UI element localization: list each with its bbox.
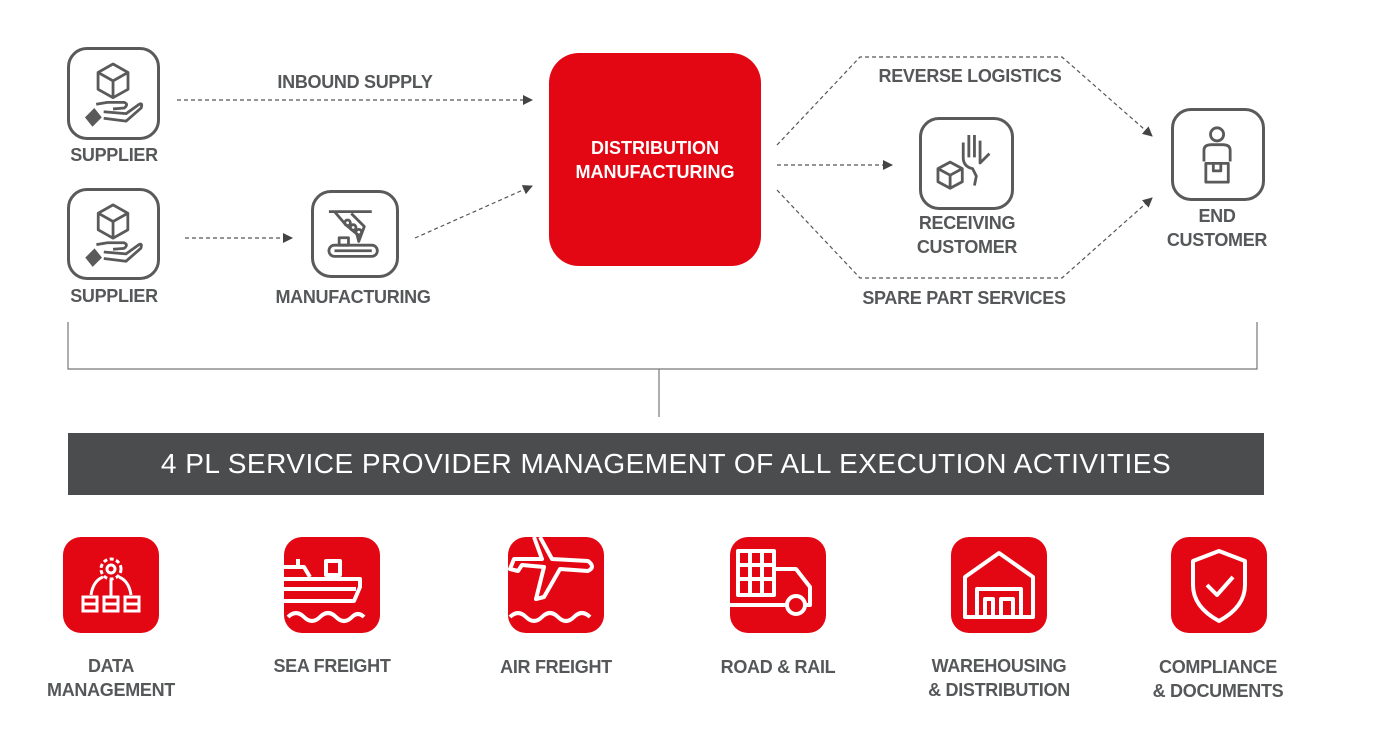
manufacturing-label: MANUFACTURING xyxy=(275,287,431,307)
center-label-line1: DISTRIBUTION xyxy=(591,137,719,158)
ship-icon xyxy=(284,559,366,623)
service-icon-air-freight xyxy=(508,537,604,633)
manufacturing-to-center-arrow xyxy=(414,185,533,239)
person-with-package-icon xyxy=(1202,126,1232,184)
service-icon-sea-freight xyxy=(284,537,380,633)
service-label-air-freight: AIR FREIGHT xyxy=(500,657,612,677)
reverse-logistics-label: REVERSE LOGISTICS xyxy=(878,66,1062,86)
service-line1: DATA xyxy=(87,656,135,676)
robot-arm-conveyor-icon xyxy=(327,210,379,258)
receiving-line2: CUSTOMER xyxy=(916,237,1018,257)
box-in-hand-icon xyxy=(85,203,143,267)
service-icon-compliance xyxy=(1171,537,1267,633)
supplier-bottom-box xyxy=(67,188,160,280)
manufacturing-box xyxy=(311,190,399,278)
banner-text: 4 PL SERVICE PROVIDER MANAGEMENT OF ALL … xyxy=(160,448,1172,479)
receiving-line1: RECEIVING xyxy=(918,213,1016,233)
end-line2: CUSTOMER xyxy=(1166,230,1268,250)
receiving-customer-label: RECEIVING CUSTOMER xyxy=(916,211,1018,259)
service-line2: MANAGEMENT xyxy=(47,680,175,700)
service-label-compliance: COMPLIANCE & DOCUMENTS xyxy=(1153,655,1284,703)
bracket xyxy=(67,322,1258,417)
service-line1: WAREHOUSING xyxy=(931,656,1067,676)
service-line1: COMPLIANCE xyxy=(1158,657,1277,677)
end-customer-box xyxy=(1171,108,1265,201)
service-icon-warehousing xyxy=(951,537,1047,633)
airplane-icon xyxy=(508,537,594,623)
service-label-data-management: DATA MANAGEMENT xyxy=(47,654,175,702)
supplier-bottom-label: SUPPLIER xyxy=(70,286,158,306)
box-in-hand-icon xyxy=(84,62,144,127)
inbound-supply-label: INBOUND SUPPLY xyxy=(277,72,433,92)
data-network-icon xyxy=(81,557,141,613)
service-line2: & DISTRIBUTION xyxy=(928,680,1070,700)
service-icon-data-management xyxy=(63,537,159,633)
box-and-hand-icon xyxy=(936,134,991,190)
service-label-sea-freight: SEA FREIGHT xyxy=(273,656,391,676)
end-line1: END xyxy=(1198,206,1236,226)
service-line2: & DOCUMENTS xyxy=(1152,681,1284,701)
warehouse-icon xyxy=(963,551,1035,619)
4pl-banner: 4 PL SERVICE PROVIDER MANAGEMENT OF ALL … xyxy=(68,433,1264,495)
receiving-customer-box xyxy=(919,117,1014,210)
service-label-warehousing: WAREHOUSING & DISTRIBUTION xyxy=(928,654,1070,702)
shield-check-icon xyxy=(1191,549,1247,623)
supplier-top-label: SUPPLIER xyxy=(70,145,158,165)
end-customer-label: END CUSTOMER xyxy=(1166,204,1268,252)
center-label-line2: MANUFACTURING xyxy=(575,161,735,182)
supplier-top-box xyxy=(67,47,160,140)
spare-part-services-label: SPARE PART SERVICES xyxy=(862,288,1066,308)
truck-icon xyxy=(730,549,812,616)
service-label-road-rail: ROAD & RAIL xyxy=(720,657,836,677)
service-icon-road-rail xyxy=(730,537,826,633)
distribution-manufacturing-box: DISTRIBUTION MANUFACTURING xyxy=(549,53,761,266)
